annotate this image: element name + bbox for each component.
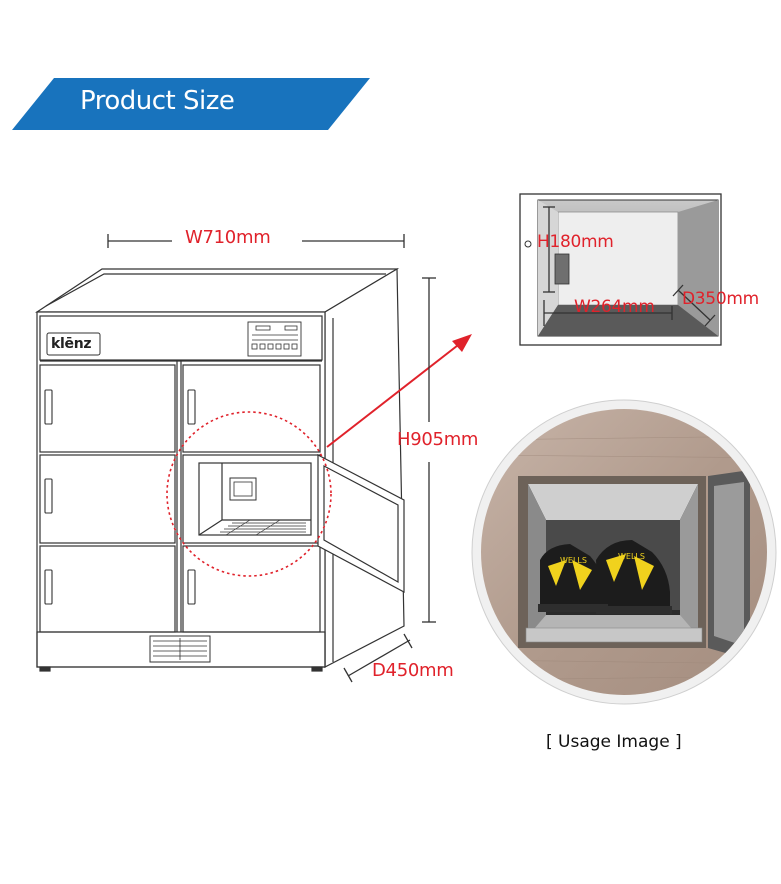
- shoe-brand-left: WELLS: [560, 556, 587, 565]
- highlight-circle: [166, 411, 332, 577]
- dryer-cabinet: [35, 267, 405, 672]
- inner-depth-label: D350mm: [682, 289, 759, 309]
- width-label: W710mm: [185, 227, 271, 248]
- inner-height-label: H180mm: [537, 232, 614, 252]
- detail-arrow: [326, 334, 472, 448]
- inner-width-label: W264mm: [574, 297, 655, 317]
- shoe-brand-right: WELLS: [618, 552, 645, 561]
- depth-label: D450mm: [372, 660, 454, 681]
- usage-image-caption: [ Usage Image ]: [546, 732, 682, 752]
- inner-compartment-view: [519, 193, 722, 346]
- shoes: [538, 540, 672, 614]
- usage-photo: [471, 399, 777, 705]
- banner-title: Product Size: [80, 86, 235, 116]
- brand-logo: klēnz: [51, 336, 92, 352]
- height-label: H905mm: [397, 429, 479, 450]
- product-size-banner: Product Size: [12, 78, 370, 130]
- banner-shape: [12, 78, 370, 130]
- dimension-lines: [107, 234, 436, 683]
